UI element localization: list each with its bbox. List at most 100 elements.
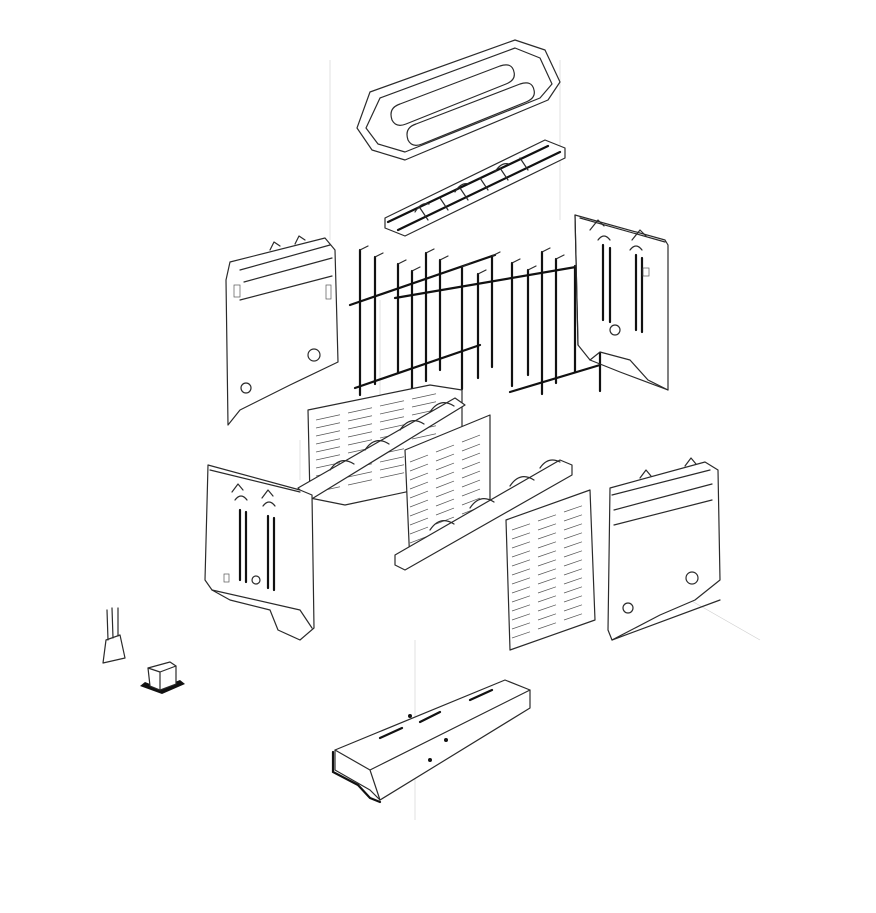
mica-slot: [537, 514, 557, 522]
mica-slot: [537, 604, 557, 612]
mica-slot: [411, 393, 437, 400]
mica-slot: [537, 541, 557, 549]
mica-slot: [315, 422, 341, 429]
mica-slot: [537, 595, 557, 603]
mica-slot: [537, 622, 557, 630]
mica-slot: [563, 568, 583, 576]
mica-slot: [347, 415, 373, 422]
mica-slot: [563, 505, 583, 513]
mica-slot: [347, 439, 373, 446]
mica-slot: [511, 559, 531, 567]
mica-slot: [563, 523, 583, 531]
mica-slot: [347, 471, 373, 478]
mica-slot: [461, 479, 481, 488]
mica-slot: [347, 407, 373, 414]
mica-slot: [563, 514, 583, 522]
rack-bar: [393, 260, 607, 300]
mica-slot: [411, 401, 437, 408]
mica-slot: [511, 613, 531, 621]
mica-slot: [461, 488, 481, 497]
right-rear-side-panel: [574, 214, 669, 391]
left-rear-side-panel: [225, 235, 339, 426]
left-front-side-panel: [204, 464, 315, 641]
mica-slot: [461, 470, 481, 479]
mica-slot: [537, 532, 557, 540]
right-front-side-panel: [607, 457, 721, 641]
mica-slot: [435, 507, 455, 516]
mica-slot: [379, 400, 405, 407]
mica-slot: [537, 550, 557, 558]
mica-slot: [315, 438, 341, 445]
heating-wire-hook: [541, 247, 551, 253]
mica-slot: [409, 508, 429, 517]
mica-slot: [409, 454, 429, 463]
heating-wire-hook: [397, 259, 407, 265]
heating-wire-hook: [527, 265, 537, 271]
mica-slot: [409, 499, 429, 508]
mica-slot: [315, 414, 341, 421]
mica-slot: [435, 462, 455, 471]
mica-slot: [563, 577, 583, 585]
mica-slot: [511, 604, 531, 612]
heating-wire-hook: [359, 245, 369, 251]
mica-slot: [563, 559, 583, 567]
mica-slot: [379, 472, 405, 479]
mica-slot: [347, 479, 373, 486]
mica-slot: [409, 490, 429, 499]
mica-slot: [379, 424, 405, 431]
mica-slot: [563, 613, 583, 621]
mica-slot: [537, 568, 557, 576]
mica-slot: [379, 456, 405, 463]
mica-slot: [347, 431, 373, 438]
mica-slot: [461, 452, 481, 461]
bottom-crumb-tray: [331, 679, 531, 804]
mica-slot: [537, 586, 557, 594]
mica-slot: [511, 532, 531, 540]
heating-wire-hook: [411, 266, 421, 272]
bread-slot-left: [390, 64, 515, 126]
mica-slot: [409, 481, 429, 490]
mica-slot: [563, 550, 583, 558]
heating-wire-hook: [374, 252, 384, 258]
heating-wire-rack: [348, 245, 609, 397]
mica-slot: [435, 489, 455, 498]
mica-slot: [409, 526, 429, 535]
mica-slot: [347, 423, 373, 430]
top-lid: [356, 39, 561, 161]
mica-slot: [511, 577, 531, 585]
mica-slot: [461, 497, 481, 506]
mica-slot: [563, 604, 583, 612]
heating-wire-hook: [461, 262, 471, 268]
mica-slot: [563, 532, 583, 540]
mica-slot: [435, 453, 455, 462]
heating-wire-hook: [439, 255, 449, 261]
mica-sheet-right: [505, 489, 596, 651]
mica-slot: [537, 559, 557, 567]
mica-slot: [537, 523, 557, 531]
rack-bar: [348, 253, 497, 307]
control-knob-housing: [140, 661, 185, 694]
mica-slot: [537, 577, 557, 585]
mica-slot: [315, 454, 341, 461]
mica-slot: [435, 471, 455, 480]
mica-slot: [435, 498, 455, 507]
mica-slot: [409, 472, 429, 481]
mica-slot: [379, 408, 405, 415]
mica-slot: [563, 541, 583, 549]
mica-slot: [461, 461, 481, 470]
mica-slot: [511, 523, 531, 531]
mica-slot: [315, 446, 341, 453]
mica-slot: [563, 595, 583, 603]
mica-slot: [379, 416, 405, 423]
mica-slot: [537, 613, 557, 621]
mica-slot: [511, 631, 531, 639]
mica-slot: [411, 433, 437, 440]
top-slot-rail: [384, 139, 566, 237]
mica-slot: [315, 430, 341, 437]
mica-slot: [511, 541, 531, 549]
heating-wire-hook: [491, 251, 501, 257]
mica-slot: [409, 463, 429, 472]
mica-slot: [511, 568, 531, 576]
mica-slot: [511, 586, 531, 594]
